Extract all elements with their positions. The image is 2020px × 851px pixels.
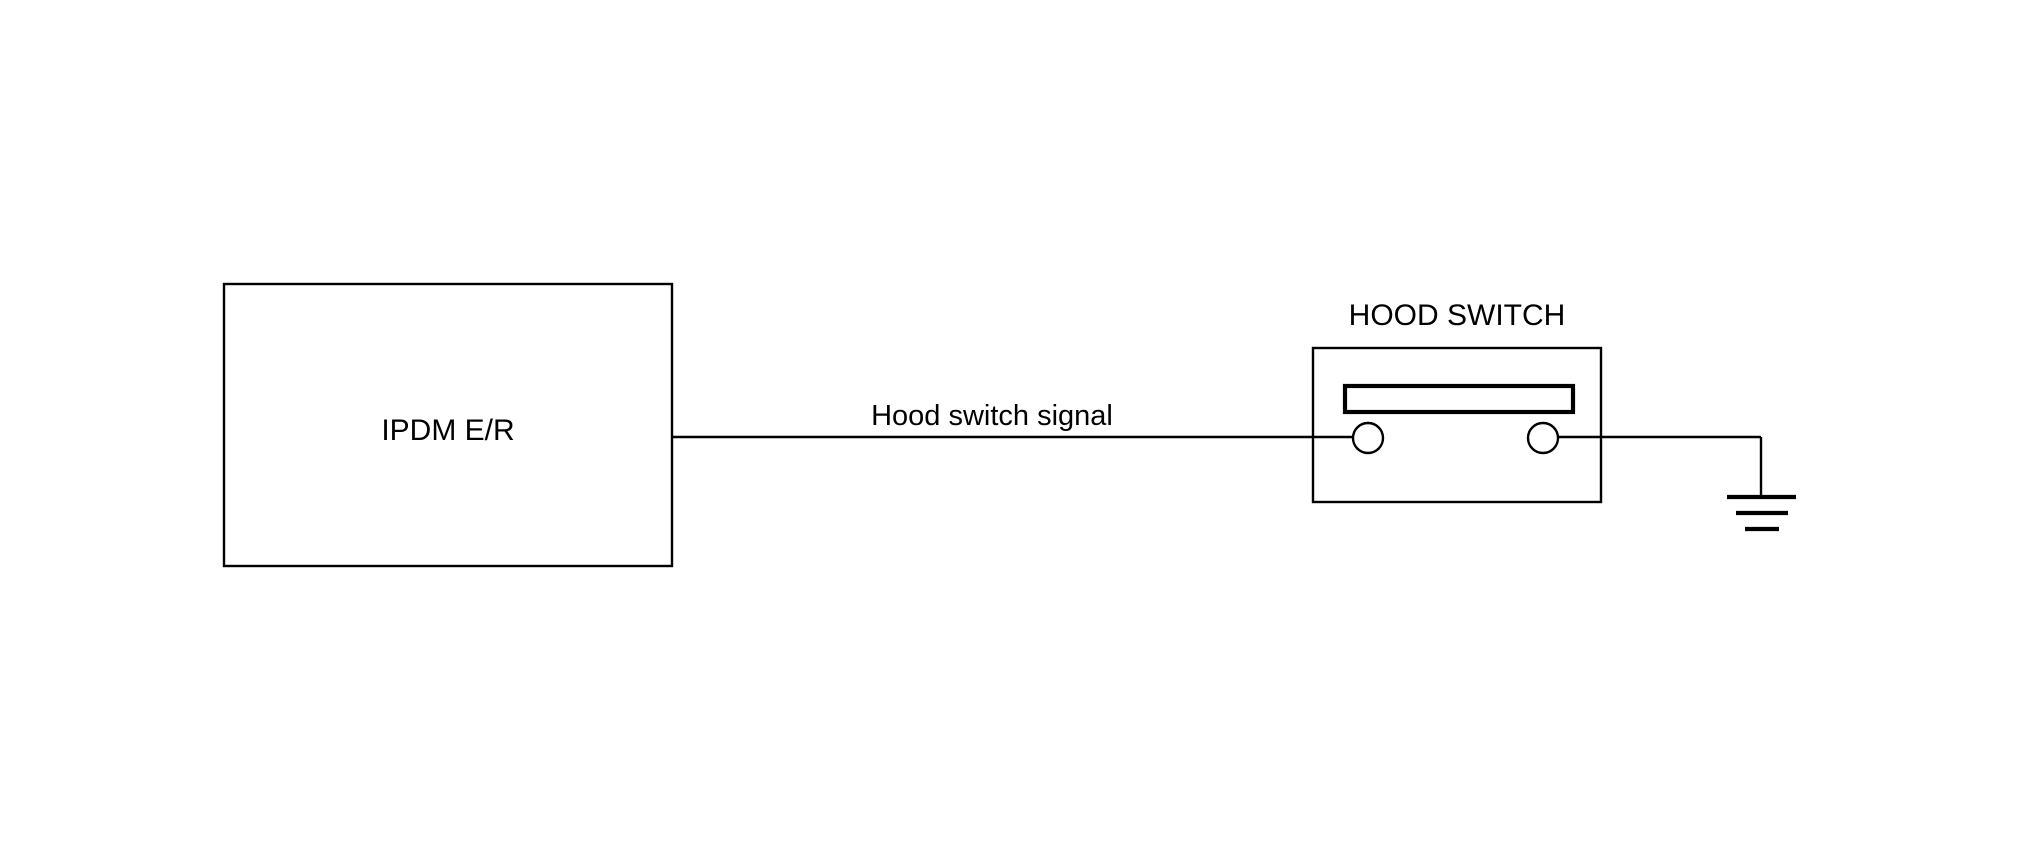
- hood-switch-terminal-left[interactable]: [1351, 421, 1385, 455]
- hood-switch-title-label: HOOD SWITCH: [1349, 299, 1566, 332]
- hood-switch-terminal-right[interactable]: [1526, 421, 1560, 455]
- hood-switch-contact-bar: [1342, 383, 1576, 415]
- ipdm-module-label: IPDM E/R: [381, 414, 514, 447]
- ipdm-module-box[interactable]: [222, 282, 674, 568]
- hood-switch-box[interactable]: [1311, 346, 1603, 504]
- hood-switch-signal-label: Hood switch signal: [871, 400, 1113, 432]
